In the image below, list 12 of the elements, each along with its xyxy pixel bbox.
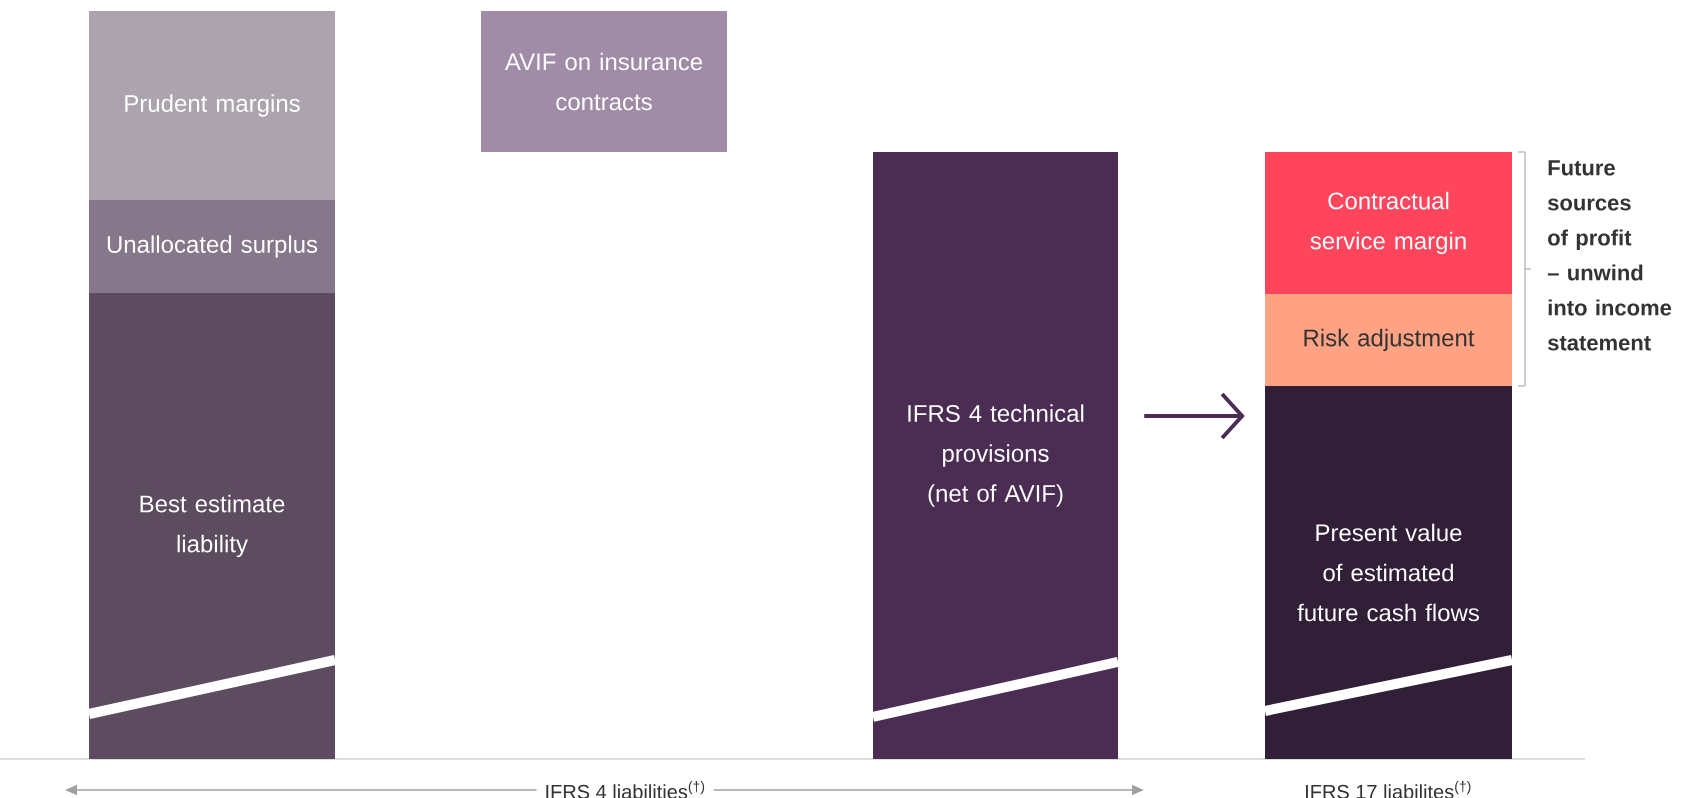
margin-block: Prudent margins xyxy=(89,11,335,200)
provisions-bar: IFRS 4 technical provisions (net of AVIF) xyxy=(871,152,1120,759)
liability-bar: Best estimate liability xyxy=(87,293,337,759)
arrow xyxy=(1144,392,1245,440)
axis-label: IFRS 17 liabilites$^{(†)}$ xyxy=(1300,777,1476,798)
surplus-block: Unallocated surplus xyxy=(89,200,335,293)
annotation-text: Future sources of profit – unwind into income statement xyxy=(1547,160,1672,351)
cash-flow-bar: Present value of estimated future cash flows xyxy=(1264,386,1513,759)
adjustment-block: Risk adjustment xyxy=(1265,294,1512,386)
margin-block: Contractual service margin xyxy=(1265,152,1512,294)
avif-block: AVIF on insurance contracts xyxy=(481,11,727,152)
axis-label: IFRS 4 liabilities$^{(†)}$ xyxy=(536,777,714,798)
